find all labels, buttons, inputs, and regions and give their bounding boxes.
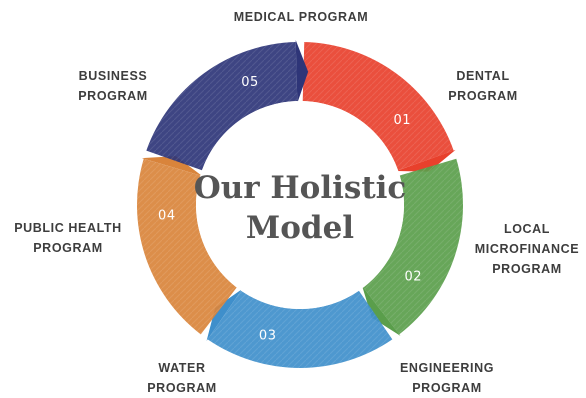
segment-number-02: 02	[404, 270, 422, 285]
segment-number-03: 03	[259, 329, 277, 344]
label-microfinance-line-2: MICROFINANCE	[474, 242, 580, 256]
ring-segment-03	[206, 289, 393, 368]
center-disc	[196, 101, 404, 309]
segment-texture	[146, 42, 298, 171]
segment-arrow-05	[295, 40, 309, 104]
segment-number-04: 04	[158, 208, 176, 223]
center-title-line-1: Our Holistic	[194, 170, 407, 206]
ring-segment-04	[137, 156, 237, 335]
label-dental-line-2: PROGRAM	[448, 89, 518, 103]
ring-segment-05	[146, 40, 309, 171]
segment-arrow-01	[396, 149, 456, 172]
label-medical-line-1: MEDICAL PROGRAM	[233, 10, 369, 24]
label-engineering-program: ENGINEERING PROGRAM	[392, 358, 502, 398]
segment-arrow-03	[206, 289, 243, 341]
label-microfinance-line-1: LOCAL	[503, 222, 551, 236]
center-title-line-2: Model	[246, 210, 354, 246]
label-water-program: WATER PROGRAM	[132, 358, 232, 398]
segment-texture	[363, 158, 463, 335]
segment-arrow-04	[141, 156, 203, 177]
label-business-program: BUSINESS PROGRAM	[66, 66, 160, 106]
segment-texture	[302, 42, 454, 171]
label-business-line-2: PROGRAM	[78, 89, 148, 103]
segment-arrow-02	[362, 285, 401, 336]
label-dental-line-1: DENTAL	[456, 69, 510, 83]
segment-number-01: 01	[393, 113, 411, 128]
label-microfinance-line-3: PROGRAM	[492, 262, 562, 276]
ring-segment-01	[302, 42, 456, 172]
segment-texture	[207, 290, 393, 368]
label-public-health-line-1: PUBLIC HEALTH	[14, 221, 122, 235]
label-business-line-1: BUSINESS	[78, 69, 148, 83]
label-medical-program: MEDICAL PROGRAM	[214, 7, 388, 27]
ring-segment-02	[362, 158, 463, 336]
label-public-health-program: PUBLIC HEALTH PROGRAM	[4, 218, 132, 258]
label-engineering-line-1: ENGINEERING	[399, 361, 495, 375]
label-dental-program: DENTAL PROGRAM	[438, 66, 528, 106]
label-public-health-line-2: PROGRAM	[33, 241, 103, 255]
label-water-line-2: PROGRAM	[147, 381, 217, 395]
segment-texture	[137, 158, 237, 335]
label-engineering-line-2: PROGRAM	[412, 381, 482, 395]
label-water-line-1: WATER	[158, 361, 206, 375]
label-microfinance-program: LOCAL MICROFINANCE PROGRAM	[472, 219, 582, 279]
segment-number-05: 05	[241, 75, 259, 90]
